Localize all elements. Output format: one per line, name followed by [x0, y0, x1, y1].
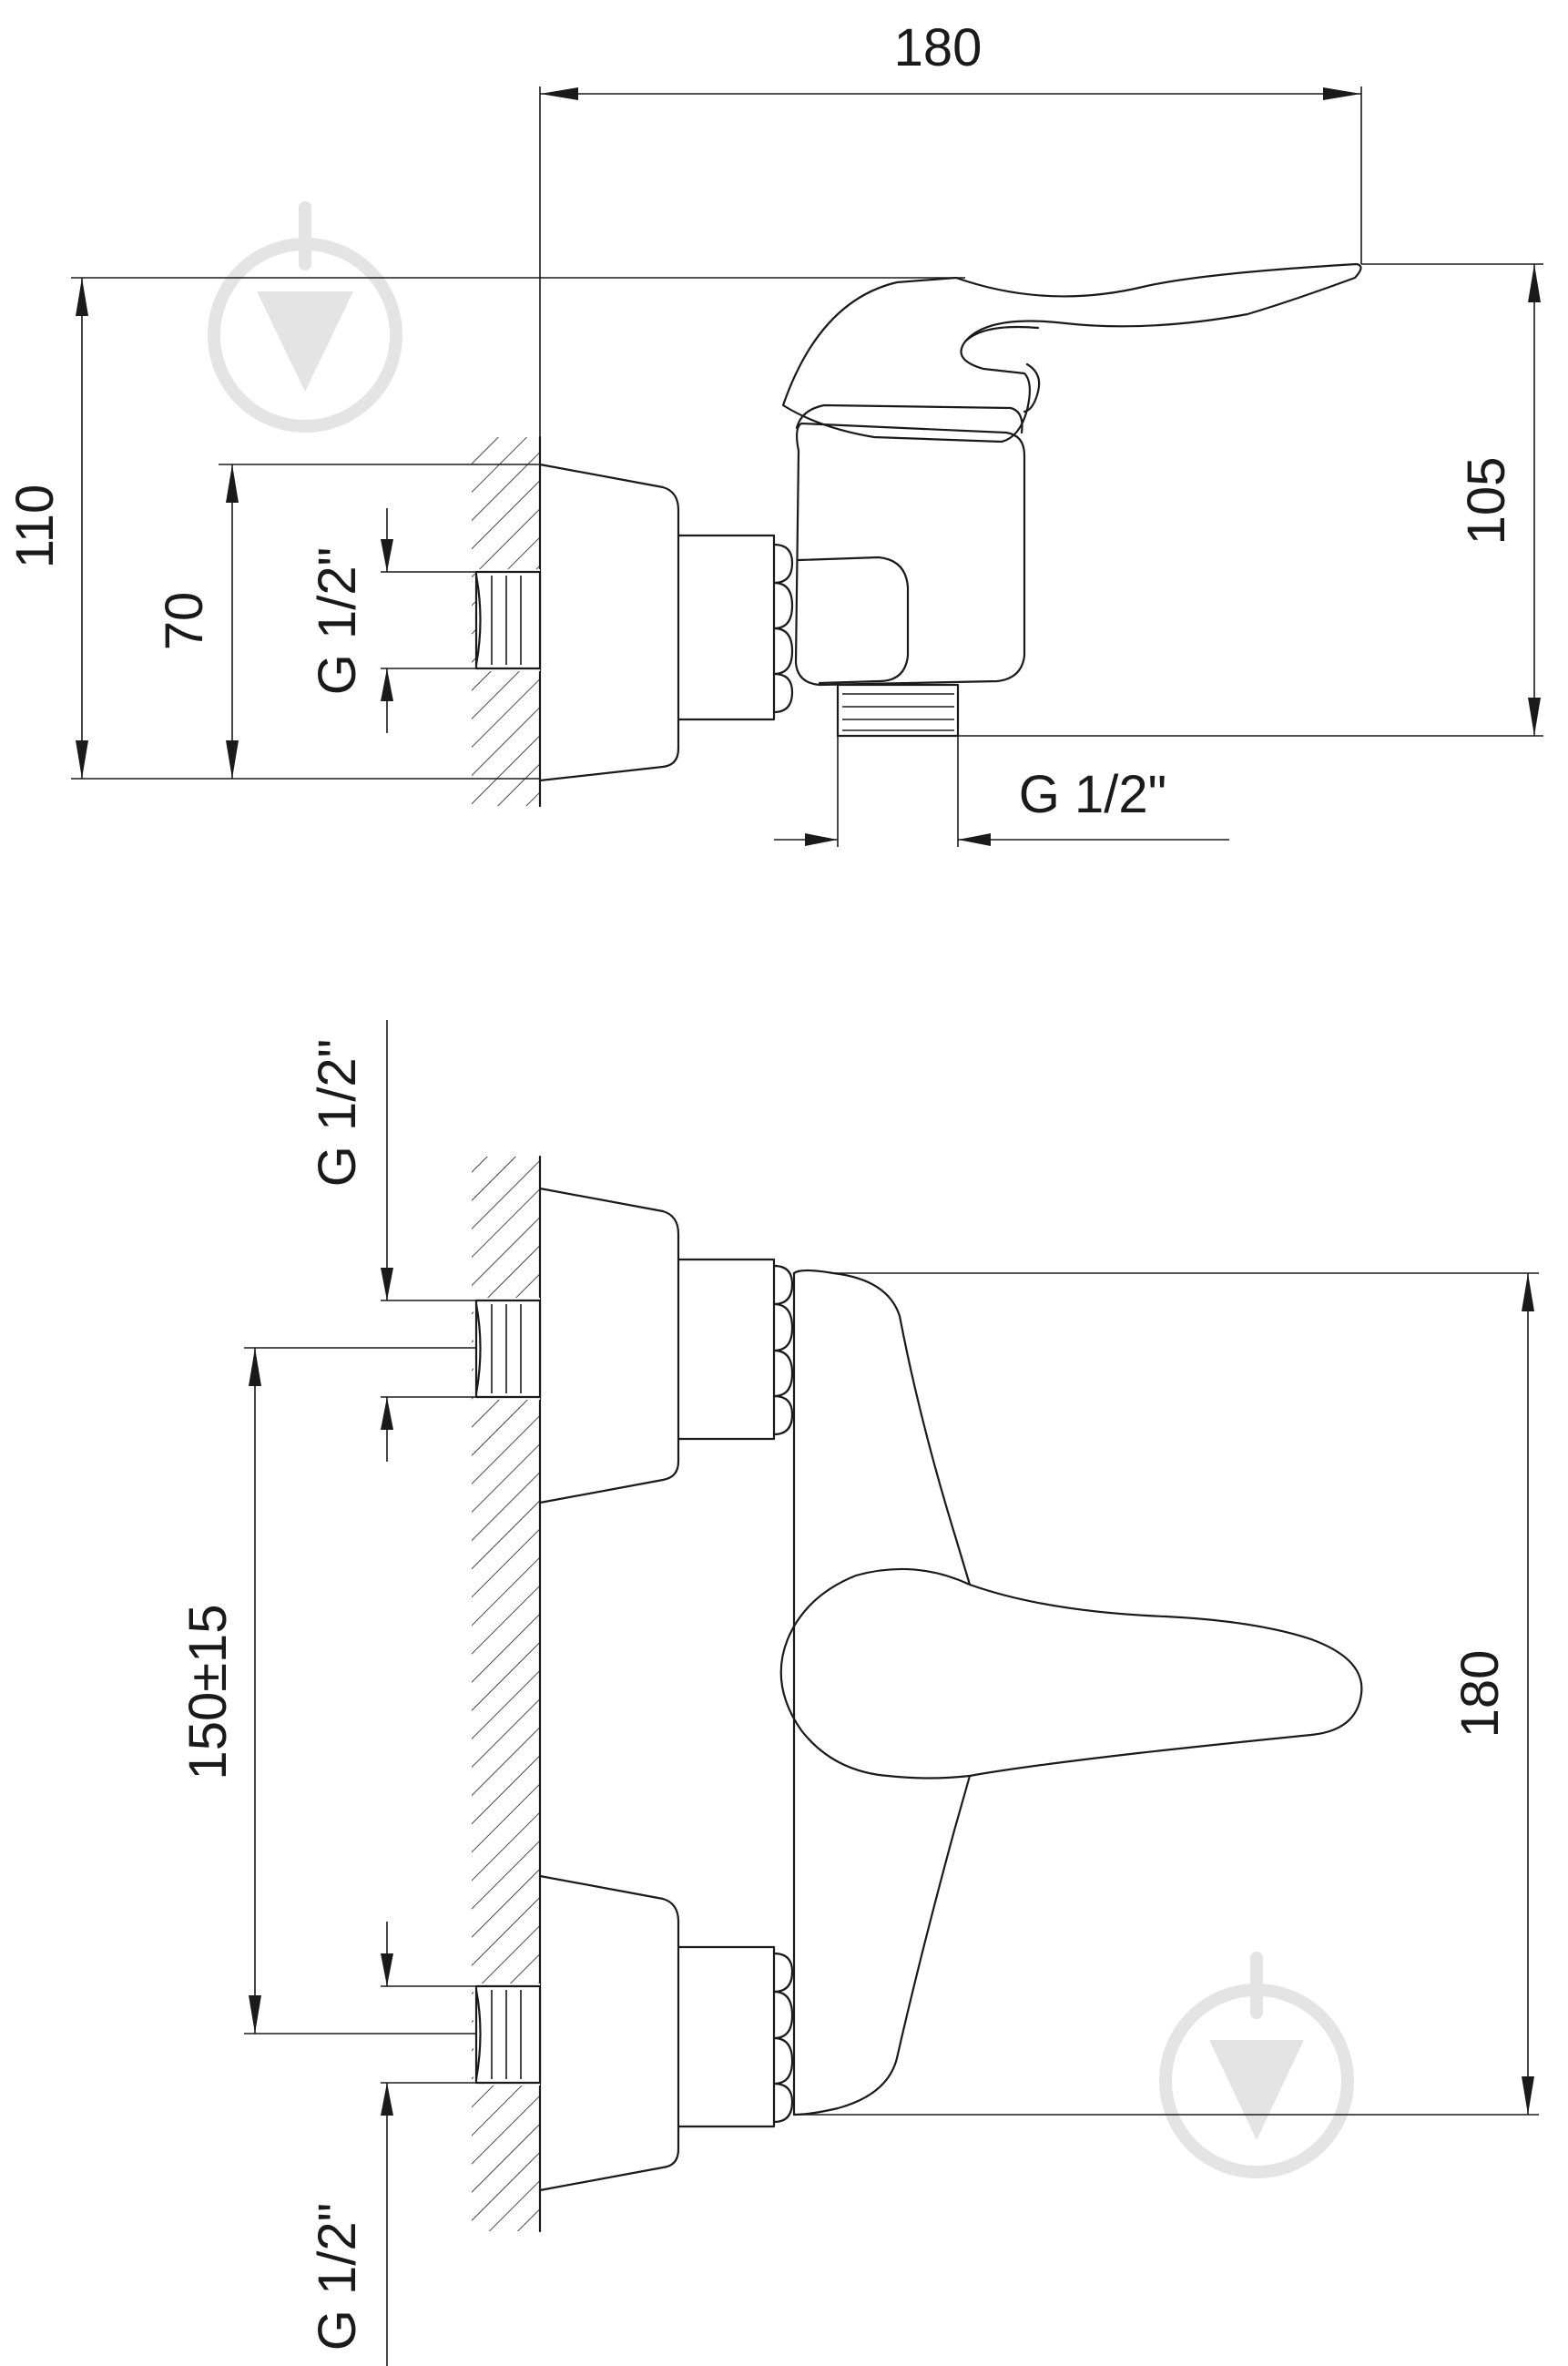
watermark-bottom-icon: [1159, 1952, 1354, 2178]
watermark-top-icon: [208, 201, 402, 433]
dimension-height-110: 110: [5, 277, 965, 780]
dimension-height-70: 70: [155, 464, 540, 779]
mixer-body: [794, 422, 1026, 687]
handle-screw: [1023, 362, 1041, 413]
dimension-center-distance: 150±15: [178, 1347, 476, 2035]
dim-label-110: 110: [5, 484, 65, 568]
dimension-upper-thread: G 1/2": [308, 1020, 476, 1462]
dimension-outlet-thread: G 1/2": [774, 736, 1229, 847]
handle-base: [795, 403, 1023, 434]
dim-label-105: 105: [1457, 457, 1516, 546]
dim-label-outlet-thread: G 1/2": [1019, 765, 1166, 824]
dim-label-70: 70: [155, 592, 214, 651]
inlet-thread-pipe: [474, 569, 542, 671]
dim-label-150: 150±15: [178, 1604, 238, 1780]
body-outlet-bump: [797, 556, 910, 685]
dimension-inlet-thread: G 1/2": [308, 508, 476, 733]
front-view: 150±15 G 1/2" G 1/2": [178, 1020, 1539, 2366]
upper-coupling-nut: [772, 1264, 794, 1436]
lever-handle-front: [779, 1567, 1363, 1780]
dim-label-180-width: 180: [894, 18, 983, 77]
dimension-width-180: 180: [539, 18, 1362, 437]
dimension-height-105: 105: [958, 263, 1543, 737]
lower-coupling-nut: [772, 1952, 794, 2124]
outlet-thread-pipe: [836, 683, 960, 738]
upper-inlet-thread: [473, 1298, 542, 1400]
escutcheon-cone: [538, 463, 680, 782]
dim-label-upper-thread: G 1/2": [308, 1039, 367, 1187]
upper-connector: [677, 1258, 776, 1441]
dimension-lower-thread: G 1/2": [308, 1922, 476, 2366]
lever-handle: [781, 262, 1362, 444]
mixer-body-front-lower: [792, 1774, 972, 2116]
mixer-body-front: [792, 1269, 972, 1586]
coupling-nut: [772, 543, 794, 714]
lower-connector: [677, 1945, 776, 2128]
eccentric-connector: [677, 534, 776, 721]
lever-inner-curve: [963, 325, 1040, 343]
upper-escutcheon: [538, 1187, 680, 1504]
dim-label-180-height: 180: [1451, 1650, 1510, 1739]
lower-escutcheon: [538, 1874, 680, 2192]
dim-label-lower-thread: G 1/2": [308, 2203, 367, 2351]
dimension-front-height-180: 180: [794, 1272, 1539, 2116]
side-view: 180 110 70 G 1/2": [5, 18, 1543, 847]
dim-label-inlet-thread: G 1/2": [308, 547, 367, 695]
lower-inlet-thread: [473, 1984, 542, 2086]
